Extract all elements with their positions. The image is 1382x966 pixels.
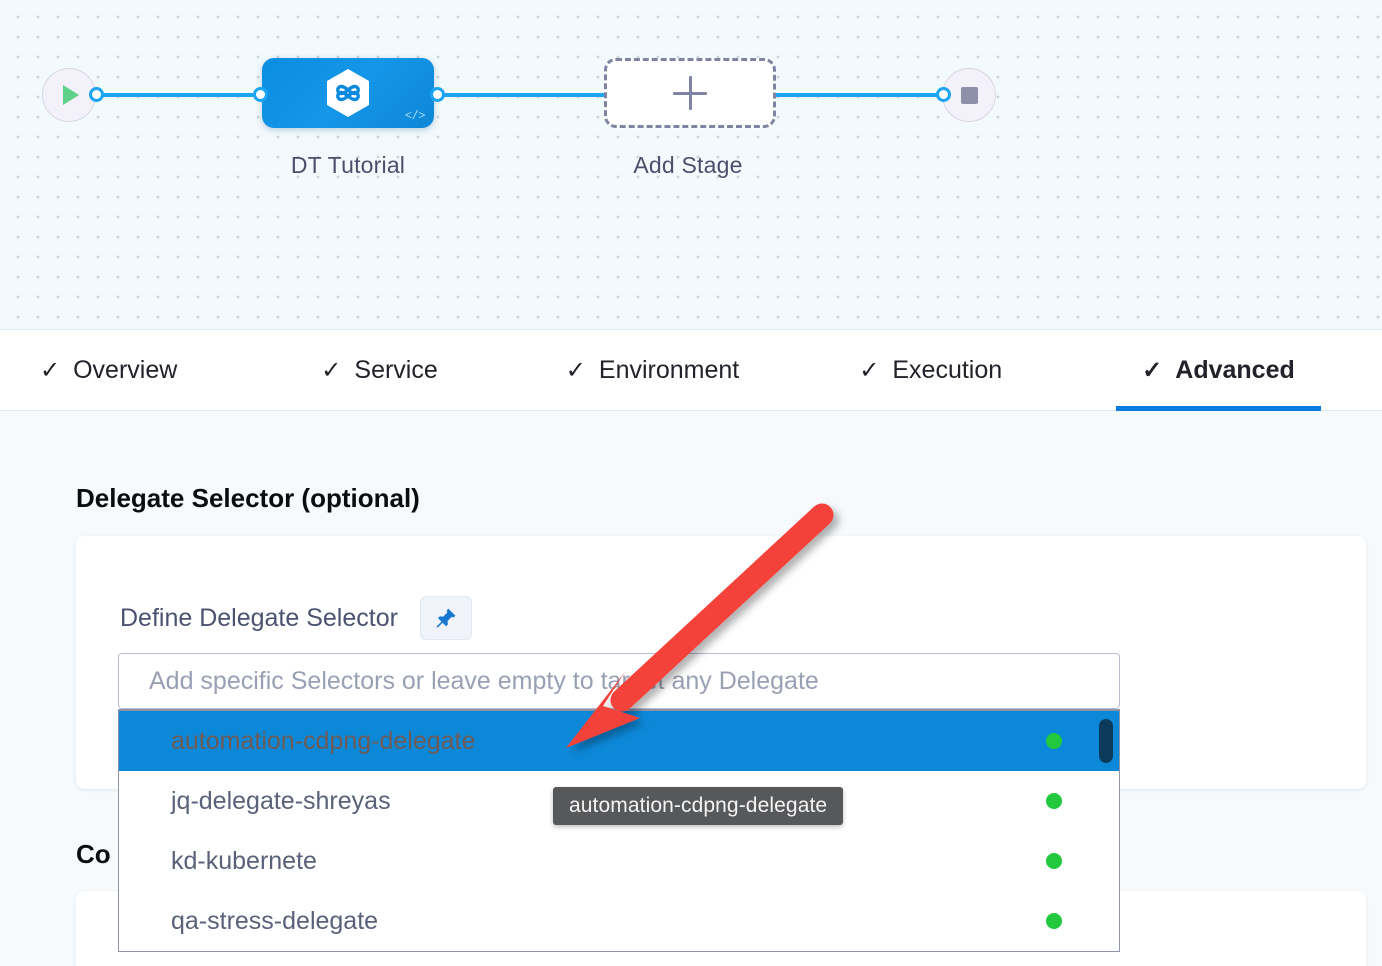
- delegate-selector-placeholder: Add specific Selectors or leave empty to…: [149, 666, 819, 695]
- stage-settings-tabbar: ✓ Overview ✓ Service ✓ Environment ✓ Exe…: [0, 331, 1382, 411]
- stop-square-icon: [960, 86, 978, 104]
- delegate-tooltip: automation-cdpng-delegate: [553, 787, 844, 825]
- tab-service[interactable]: ✓ Service: [295, 331, 463, 411]
- port-start-out[interactable]: [89, 87, 104, 102]
- tab-environment-label: Environment: [598, 356, 740, 384]
- edge-start-to-stage: [96, 93, 272, 97]
- delegate-selector-title: Delegate Selector (optional): [76, 483, 420, 513]
- tab-advanced[interactable]: ✓ Advanced: [1116, 331, 1321, 411]
- port-stage-in[interactable]: [253, 87, 268, 102]
- status-dot-connected: [1046, 793, 1062, 809]
- list-item[interactable]: automation-cdpng-delegate: [119, 711, 1119, 771]
- list-item-label: kd-kubernete: [171, 846, 317, 875]
- tab-execution-label: Execution: [892, 356, 1003, 384]
- status-dot-connected: [1046, 913, 1062, 929]
- pipeline-canvas[interactable]: </> DT Tutorial Add Stage: [0, 0, 1382, 330]
- tab-overview[interactable]: ✓ Overview: [14, 331, 203, 411]
- delegate-selector-input[interactable]: Add specific Selectors or leave empty to…: [118, 653, 1120, 709]
- play-icon: [63, 85, 79, 105]
- check-icon: ✓: [1142, 356, 1163, 384]
- list-item-label: jq-delegate-shreyas: [171, 786, 391, 815]
- list-item[interactable]: jq-delegate-shreyas: [119, 771, 1119, 831]
- tab-execution[interactable]: ✓ Execution: [833, 331, 1028, 411]
- check-icon: ✓: [321, 356, 342, 384]
- delegate-selector-dropdown[interactable]: Add specific Selectors or leave empty to…: [118, 653, 1120, 952]
- edge-add-to-end: [772, 93, 952, 97]
- stage-label: DT Tutorial: [290, 152, 406, 178]
- pipeline-start-node[interactable]: [42, 68, 96, 122]
- add-stage-button[interactable]: [604, 58, 776, 128]
- define-delegate-selector-row: Define Delegate Selector: [120, 596, 472, 640]
- port-end-in[interactable]: [936, 87, 951, 102]
- edge-stage-to-add: [432, 93, 614, 97]
- define-delegate-selector-label: Define Delegate Selector: [120, 603, 398, 632]
- check-icon: ✓: [565, 356, 586, 384]
- delegate-options-list[interactable]: automation-cdpng-delegate jq-delegate-sh…: [118, 709, 1120, 952]
- check-icon: ✓: [859, 356, 880, 384]
- list-item[interactable]: kd-kubernete: [119, 831, 1119, 891]
- tab-service-label: Service: [354, 356, 438, 384]
- stage-node-dt-tutorial[interactable]: </>: [262, 58, 434, 128]
- dropdown-scrollbar-thumb[interactable]: [1099, 719, 1113, 763]
- check-icon: ✓: [40, 356, 61, 384]
- list-item[interactable]: qa-stress-delegate: [119, 891, 1119, 951]
- code-icon: </>: [404, 109, 426, 123]
- harness-hexagon-infinity-icon: [325, 68, 371, 118]
- tab-overview-label: Overview: [73, 356, 178, 384]
- plus-icon-vertical: [688, 76, 692, 110]
- port-stage-out[interactable]: [430, 87, 445, 102]
- tab-advanced-label: Advanced: [1175, 356, 1295, 384]
- add-stage-label: Add Stage: [633, 152, 743, 178]
- status-dot-connected: [1046, 853, 1062, 869]
- status-dot-connected: [1046, 733, 1062, 749]
- tab-environment[interactable]: ✓ Environment: [540, 331, 765, 411]
- pin-icon[interactable]: [419, 596, 472, 640]
- second-section-title: Co: [76, 839, 111, 869]
- list-item-label: automation-cdpng-delegate: [171, 726, 476, 755]
- pipeline-end-node[interactable]: [942, 68, 996, 122]
- list-item-label: qa-stress-delegate: [171, 906, 379, 935]
